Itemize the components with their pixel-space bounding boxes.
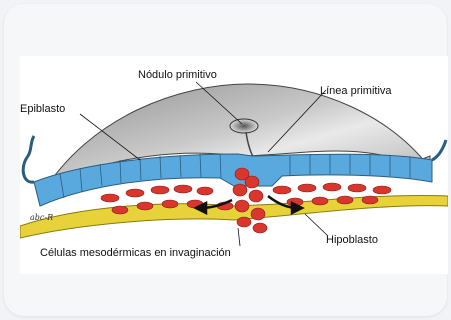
primitive-node-pit: [230, 119, 258, 133]
hypoblast-layer: [20, 195, 448, 238]
label-hipoblasto: Hipoblasto: [326, 234, 378, 246]
embryo-diagram-panel: Nódulo primitivo Línea primitiva Epiblas…: [20, 56, 448, 274]
label-epiblasto: Epiblasto: [20, 103, 65, 115]
embryo-diagram: Nódulo primitivo Línea primitiva Epiblas…: [20, 56, 448, 274]
label-linea-primitiva: Línea primitiva: [320, 85, 392, 97]
label-nodulo-primitivo: Nódulo primitivo: [138, 69, 217, 81]
signature-mark: abc-R: [30, 213, 53, 222]
label-celulas-mesodermicas: Células mesodérmicas en invaginación: [40, 247, 231, 259]
image-card: Nódulo primitivo Línea primitiva Epiblas…: [4, 4, 447, 316]
